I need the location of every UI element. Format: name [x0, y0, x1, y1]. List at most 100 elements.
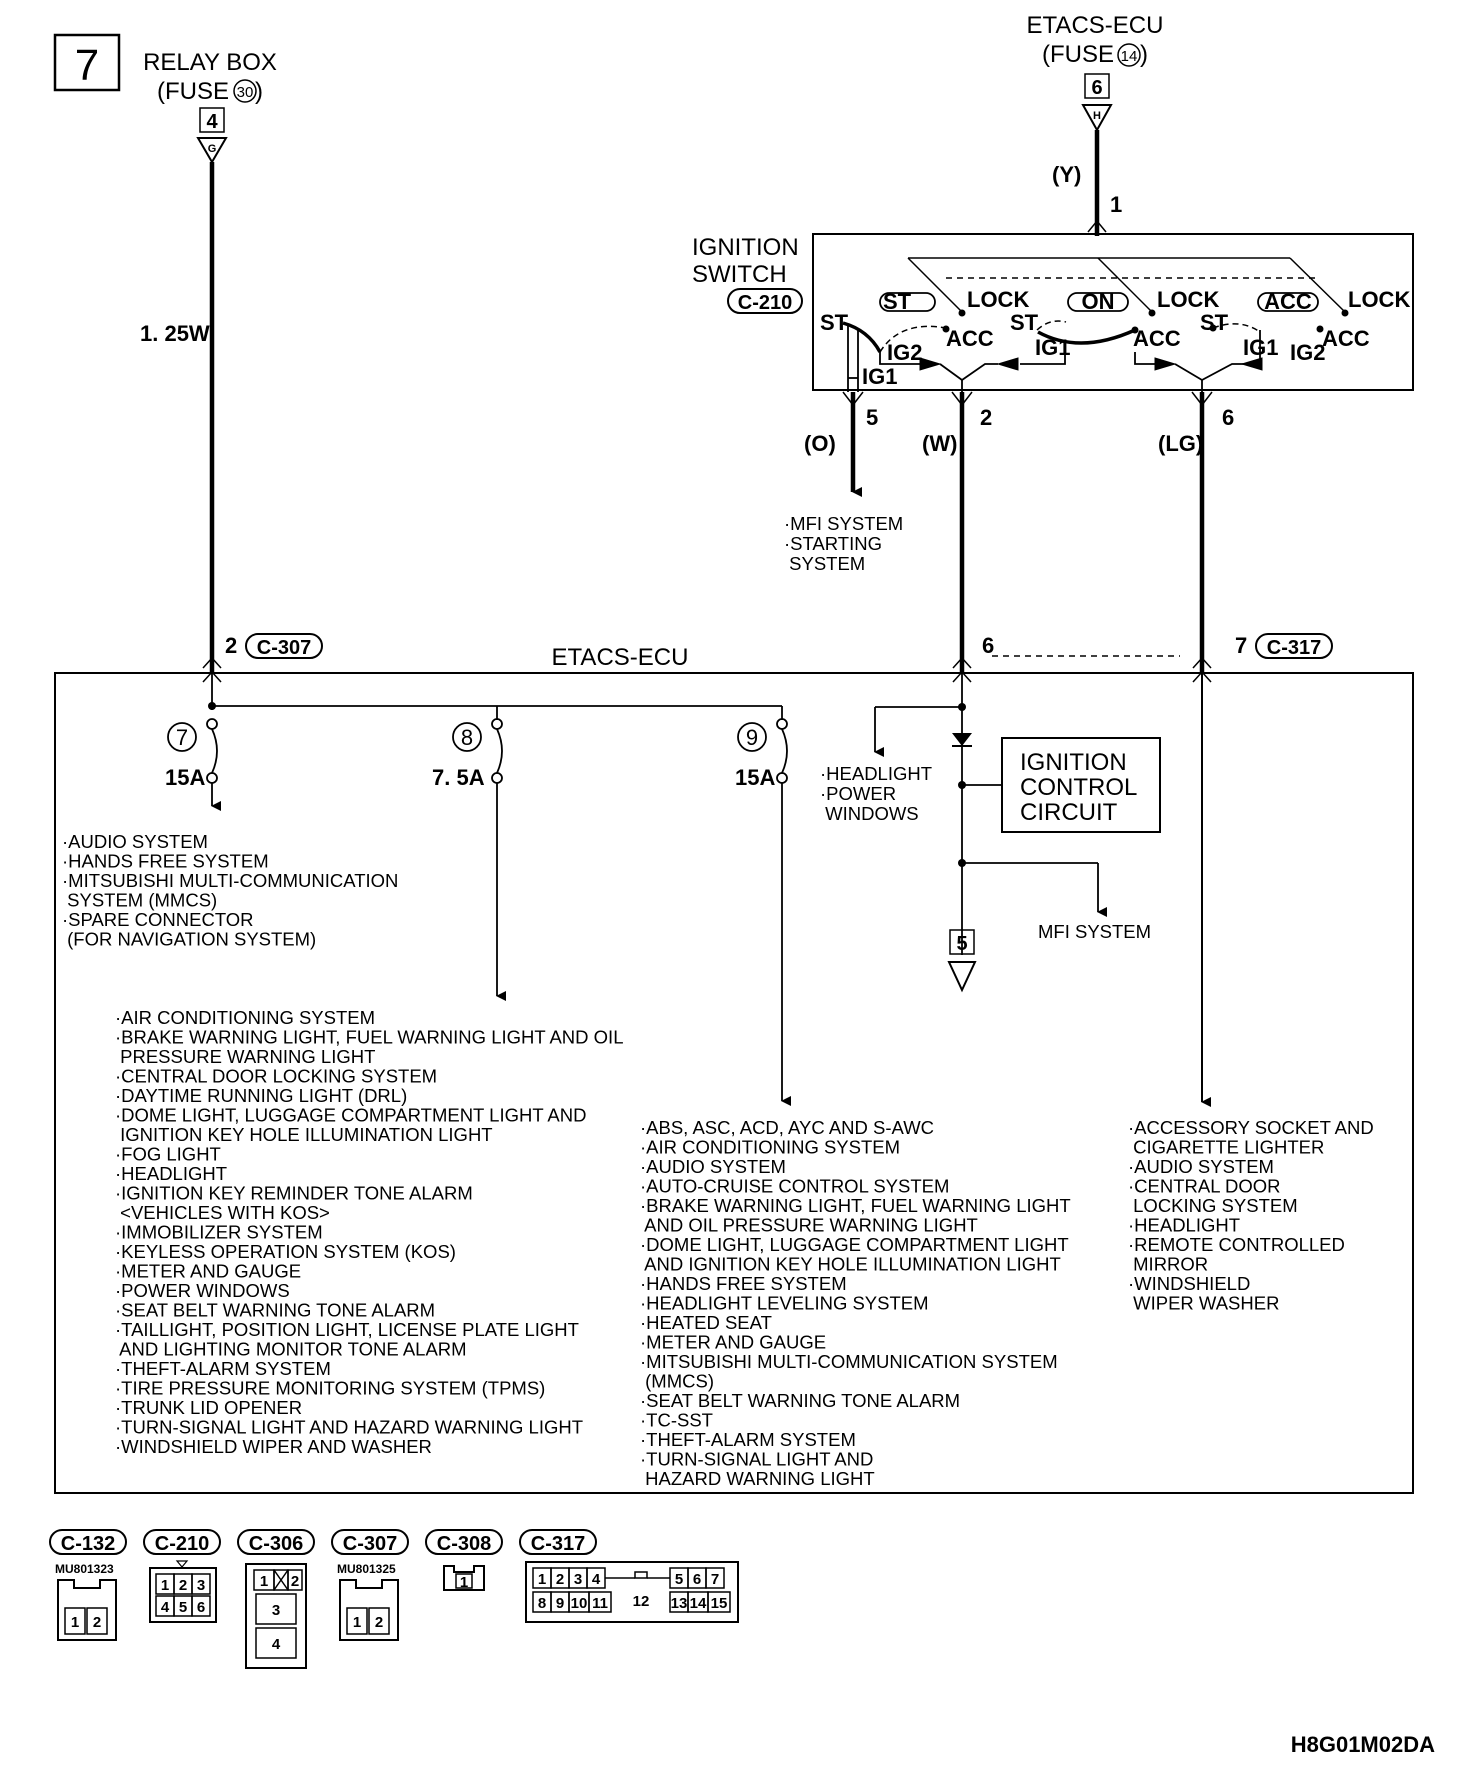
ignition-out-6-pin: 6: [1222, 405, 1234, 430]
connector-pin: 9: [556, 1595, 564, 1612]
svg-text:5: 5: [956, 933, 967, 955]
connector-pin: 12: [633, 1593, 650, 1610]
etacs-top-tag: 6: [1091, 77, 1102, 99]
etacs-top-fuse-suffix: ): [1140, 41, 1148, 68]
ecu-internal-wiring: [206, 673, 1211, 1107]
connector-pin: 13: [671, 1595, 688, 1612]
ecu-mfi-system: MFI SYSTEM: [1038, 921, 1151, 942]
list-item: ·SEAT BELT WARNING TONE ALARM: [115, 1300, 435, 1321]
list-item: ·HEADLIGHT: [115, 1163, 227, 1184]
ignition-switch-title-2: SWITCH: [692, 261, 787, 288]
relay-box-fuse-prefix: (FUSE: [157, 78, 229, 105]
list-item: ·AUDIO SYSTEM: [1128, 1156, 1274, 1177]
svg-text:8: 8: [461, 725, 473, 750]
connector-pin: 1: [161, 1577, 169, 1594]
headlight-power-list: ·HEADLIGHT ·POWER WINDOWS: [820, 763, 932, 824]
connector-id: C-317: [531, 1533, 585, 1555]
list-item: ·HEADLIGHT LEVELING SYSTEM: [640, 1293, 929, 1314]
list-item: (FOR NAVIGATION SYSTEM): [62, 929, 316, 950]
ignition-switch-labels: ST ON ACC LOCK LOCK LOCK ST ST ST ACC AC…: [820, 287, 1410, 389]
svg-text:15A: 15A: [165, 765, 205, 790]
ecu-pin-right: 7: [1235, 633, 1247, 658]
connector-pin: 11: [592, 1595, 608, 1612]
svg-text:IG2: IG2: [1290, 340, 1325, 365]
list-item: ·DOME LIGHT, LUGGAGE COMPARTMENT LIGHT A…: [115, 1105, 586, 1126]
connector-pin: 1: [260, 1573, 268, 1590]
connector-pin: 10: [571, 1595, 588, 1612]
list-item: ·SPARE CONNECTOR: [62, 909, 254, 930]
connector-id: C-308: [437, 1533, 491, 1555]
fuse-9: 9 15A: [735, 722, 775, 790]
list-fuse8: ·AIR CONDITIONING SYSTEM·BRAKE WARNING L…: [115, 1007, 623, 1457]
etacs-top-terminal: H: [1093, 110, 1101, 122]
ecu-connector-c307: C-307: [245, 633, 323, 659]
list-item: ·FOG LIGHT: [115, 1144, 221, 1165]
svg-text:ACC: ACC: [1264, 289, 1312, 314]
svg-text:WINDOWS: WINDOWS: [820, 803, 919, 824]
connector-pin: 2: [375, 1614, 383, 1631]
list-item: ·WINDSHIELD WIPER AND WASHER: [115, 1436, 432, 1457]
relay-box-wire-label: 1. 25W: [140, 321, 210, 346]
connector-pin: 3: [574, 1571, 582, 1588]
svg-text:C-317: C-317: [1267, 637, 1321, 659]
connector-pin: 1: [353, 1614, 361, 1631]
ecu-connector-c317: C-317: [1255, 633, 1333, 659]
connector-pin: 8: [538, 1595, 546, 1612]
svg-text:IG1: IG1: [1035, 335, 1070, 360]
svg-text:IG2: IG2: [887, 340, 922, 365]
connector-pin: 14: [690, 1595, 707, 1612]
ignition-out-6-color: (LG): [1158, 431, 1203, 456]
list-item: ·TIRE PRESSURE MONITORING SYSTEM (TPMS): [115, 1378, 545, 1399]
list-item: ·HANDS FREE SYSTEM: [640, 1273, 847, 1294]
list-item: AND IGNITION KEY HOLE ILLUMINATION LIGHT: [640, 1254, 1061, 1275]
list-item: ·THEFT-ALARM SYSTEM: [115, 1358, 331, 1379]
list-item: ·METER AND GAUGE: [640, 1332, 826, 1353]
list-item: SYSTEM (MMCS): [62, 890, 217, 911]
svg-text:LOCK: LOCK: [1348, 287, 1410, 312]
list-item: (MMCS): [640, 1371, 714, 1392]
connector-id: C-210: [155, 1533, 209, 1555]
svg-text:7: 7: [176, 725, 188, 750]
connector-pin: 15: [711, 1595, 728, 1612]
list-item: ·IGNITION KEY REMINDER TONE ALARM: [115, 1183, 473, 1204]
list-item: ·TC-SST: [640, 1410, 713, 1431]
list-item: CIGARETTE LIGHTER: [1128, 1137, 1324, 1158]
svg-text:·POWER: ·POWER: [820, 783, 896, 804]
relay-box-title: RELAY BOX: [143, 49, 277, 76]
list-item: IGNITION KEY HOLE ILLUMINATION LIGHT: [115, 1124, 493, 1145]
svg-text:CIRCUIT: CIRCUIT: [1020, 799, 1118, 826]
list-item: HAZARD WARNING LIGHT: [640, 1468, 875, 1489]
connector-id: C-306: [249, 1533, 303, 1555]
list-item: ·TRUNK LID OPENER: [115, 1397, 302, 1418]
svg-text:ST: ST: [1200, 310, 1229, 335]
svg-text:15A: 15A: [735, 765, 775, 790]
connector-pin: 4: [272, 1636, 281, 1653]
ignition-switch-box: [812, 233, 1414, 391]
list-item: ·MITSUBISHI MULTI-COMMUNICATION SYSTEM: [640, 1351, 1058, 1372]
fuse-7: 7 15A: [165, 722, 205, 790]
connector-pin: 3: [197, 1577, 205, 1594]
list-item: ·ABS, ASC, ACD, AYC AND S-AWC: [640, 1117, 934, 1138]
ignition-out-2-pin: 2: [980, 405, 992, 430]
connector-pin: 6: [693, 1571, 701, 1588]
svg-text:LOCK: LOCK: [967, 287, 1029, 312]
connector-pin: 7: [711, 1571, 719, 1588]
svg-text:C-307: C-307: [257, 637, 311, 659]
svg-text:IGNITION: IGNITION: [1020, 749, 1127, 776]
etacs-ecu-box: [54, 672, 1414, 1494]
list-item: ·TURN-SIGNAL LIGHT AND: [640, 1449, 873, 1470]
etacs-top-label: ETACS-ECU (FUSE) 14 6 H: [1027, 12, 1163, 133]
ignition-switch-title-1: IGNITION: [692, 234, 799, 261]
relay-box-fuse-no: 30: [237, 84, 254, 101]
ignition-control-circuit: IGNITION CONTROL CIRCUIT: [1001, 737, 1161, 833]
svg-text:IG1: IG1: [1243, 335, 1278, 360]
ignition-output-wires: [842, 391, 1213, 673]
connector-part-no: MU801323: [55, 1562, 114, 1576]
svg-text:CONTROL: CONTROL: [1020, 774, 1137, 801]
connector-pin: 3: [272, 1602, 280, 1619]
